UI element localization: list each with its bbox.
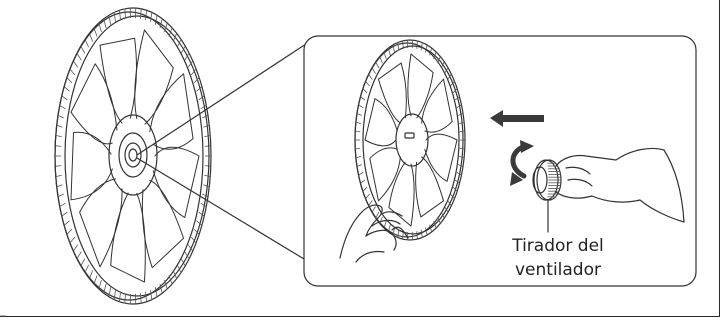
- large-fan-icon: [55, 8, 211, 304]
- label-line-1: Tirador del: [488, 235, 628, 257]
- label-line-2: ventilador: [488, 259, 628, 281]
- callout-line-bottom: [137, 158, 309, 262]
